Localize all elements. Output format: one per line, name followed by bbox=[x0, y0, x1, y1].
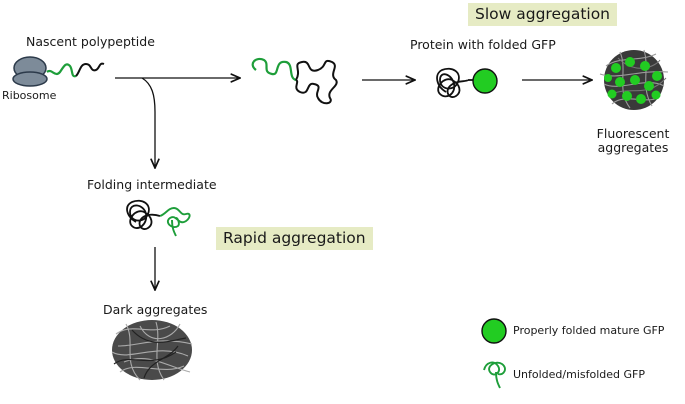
fluorescent-label-line2: aggregates bbox=[597, 140, 669, 156]
dark-aggregate-icon bbox=[111, 320, 193, 381]
protein-folded-gfp-label: Protein with folded GFP bbox=[410, 37, 556, 52]
legend-unfolded-gfp-label: Unfolded/misfolded GFP bbox=[513, 368, 645, 381]
fluorescent-aggregates-label: Fluorescent aggregates bbox=[596, 126, 670, 156]
fluorescent-aggregate-icon bbox=[599, 49, 669, 110]
arrow-to-intermediate bbox=[141, 77, 155, 168]
nascent-chain-green bbox=[46, 63, 77, 78]
folding-intermediate-label: Folding intermediate bbox=[87, 177, 217, 192]
nascent-chain-black bbox=[75, 62, 105, 77]
nascent-polypeptide-label: Nascent polypeptide bbox=[26, 34, 155, 49]
unfolded-protein-icon bbox=[251, 57, 338, 105]
slow-aggregation-badge: Slow aggregation bbox=[468, 3, 618, 26]
folding-intermediate-icon bbox=[126, 199, 191, 237]
fluorescent-label-line1: Fluorescent bbox=[596, 126, 670, 141]
ribosome-label: Ribosome bbox=[2, 89, 57, 102]
legend-folded-gfp-label: Properly folded mature GFP bbox=[513, 324, 665, 337]
legend-unfolded-gfp-icon bbox=[483, 361, 506, 389]
legend-folded-gfp-icon bbox=[481, 318, 507, 344]
rapid-aggregation-badge: Rapid aggregation bbox=[216, 227, 373, 250]
ribosome-icon bbox=[12, 56, 48, 87]
folded-gfp-protein-icon bbox=[436, 67, 498, 98]
dark-aggregates-label: Dark aggregates bbox=[103, 302, 208, 317]
